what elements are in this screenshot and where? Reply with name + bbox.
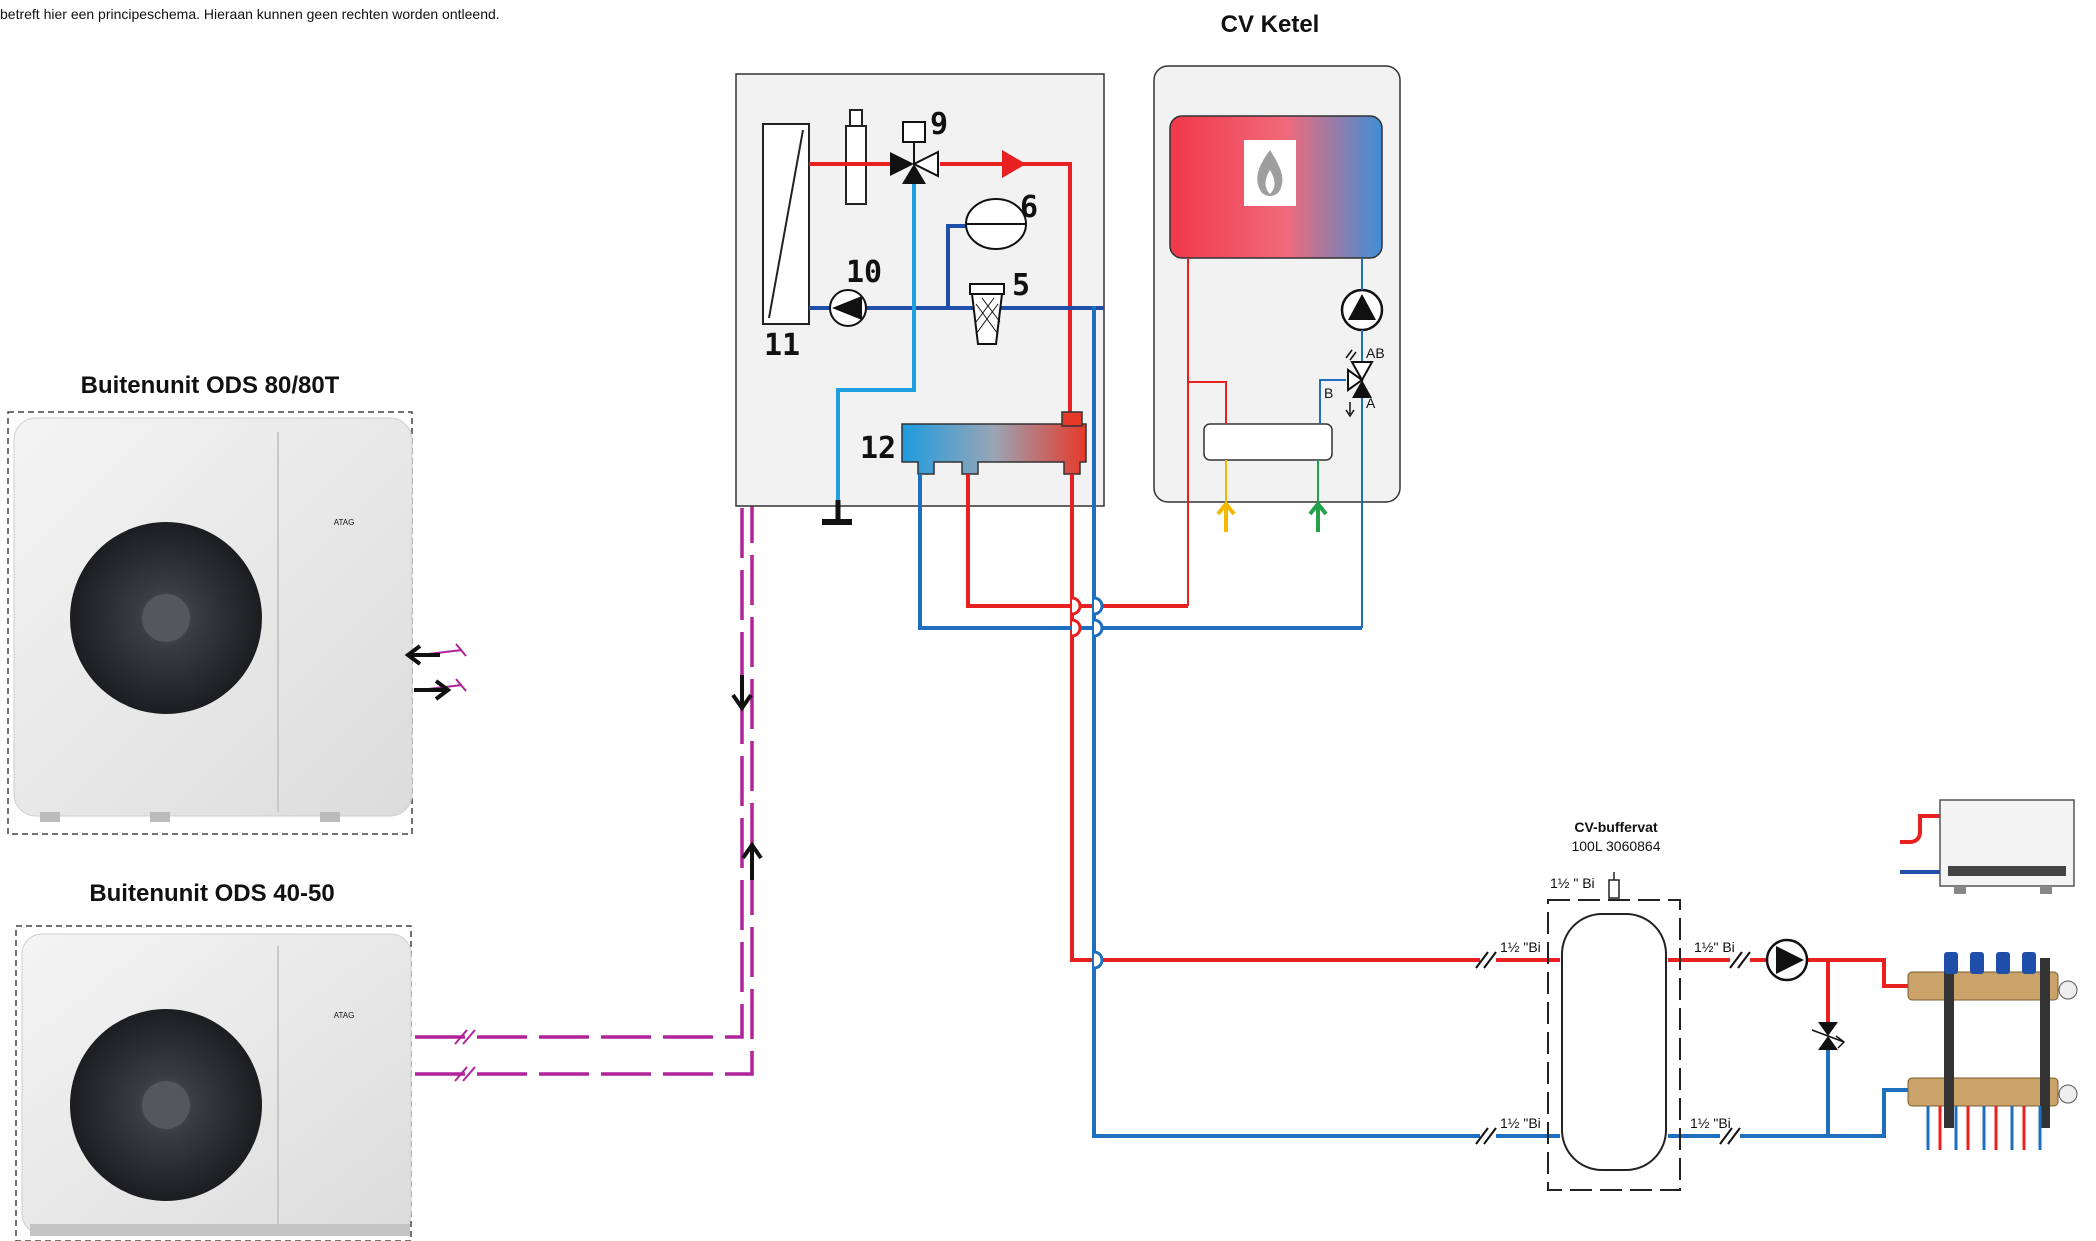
flow-direction-arrow-icon: [1002, 150, 1026, 178]
label-6: 6: [1020, 190, 1038, 225]
boiler-title: CV Ketel: [1221, 11, 1320, 38]
boiler-three-way-valve-icon: [1345, 349, 1374, 418]
label-10: 10: [846, 255, 882, 290]
brand-logo: ATAG: [334, 518, 355, 527]
buffer-right-bottom-connection: 1½ "Bi: [1690, 1115, 1731, 1131]
air-vent-icon: [1608, 879, 1620, 899]
buffer-top-connection: 1½ " Bi: [1550, 875, 1595, 891]
label-9: 9: [930, 107, 948, 142]
circulation-pump-icon: [1765, 938, 1809, 982]
bypass-valve-icon: [1811, 1022, 1846, 1050]
outdoor-unit-2: ATAG: [15, 925, 412, 1241]
expansion-vessel-icon: [965, 198, 1027, 250]
water-arrow-icon: [1308, 500, 1328, 532]
gas-arrow-icon: [1216, 500, 1236, 532]
disclaimer-text: betreft hier een principeschema. Hieraan…: [0, 6, 500, 22]
buffer-vessel: [1547, 872, 1681, 1191]
outdoor-unit-1: ATAG: [7, 411, 413, 835]
pipe-crossovers: [1071, 596, 1104, 970]
buffer-subtitle: 100L 3060864: [1571, 838, 1660, 854]
convector-icon: [1900, 799, 2075, 894]
outdoor-unit-2-title: Buitenunit ODS 40-50: [89, 880, 334, 907]
buffer-left-top-connection: 1½ "Bi: [1500, 939, 1541, 955]
flow-arrows: [731, 675, 763, 880]
refrigerant-lines: [415, 133, 765, 1076]
pump-icon: [829, 289, 867, 327]
label-12: 12: [860, 431, 896, 466]
refrigerant-breaks: [454, 1029, 476, 1082]
drain-icon: [822, 500, 852, 525]
buffer-piping: [1496, 958, 1910, 1138]
filter-icon: [969, 283, 1005, 345]
label-11: 11: [764, 328, 800, 363]
boiler: [1153, 65, 1401, 503]
floor-heating-manifold-icon: [1907, 952, 2078, 1150]
hydraulic-header-icon: [901, 411, 1087, 475]
pipe-breaks: [1475, 951, 1751, 1145]
three-way-valve-icon: [890, 121, 939, 184]
buffer-right-top-connection: 1½" Bi: [1694, 939, 1735, 955]
brand-logo: ATAG: [334, 1011, 355, 1020]
outdoor-unit-1-title: Buitenunit ODS 80/80T: [81, 372, 340, 399]
valve-label-a: A: [1366, 395, 1376, 411]
label-5: 5: [1012, 268, 1030, 303]
buffer-title: CV-buffervat: [1574, 819, 1658, 835]
buffer-left-bottom-connection: 1½ "Bi: [1500, 1115, 1541, 1131]
valve-label-ab: AB: [1366, 345, 1385, 361]
unit-1-connections: [404, 643, 467, 701]
valve-label-b: B: [1324, 385, 1333, 401]
